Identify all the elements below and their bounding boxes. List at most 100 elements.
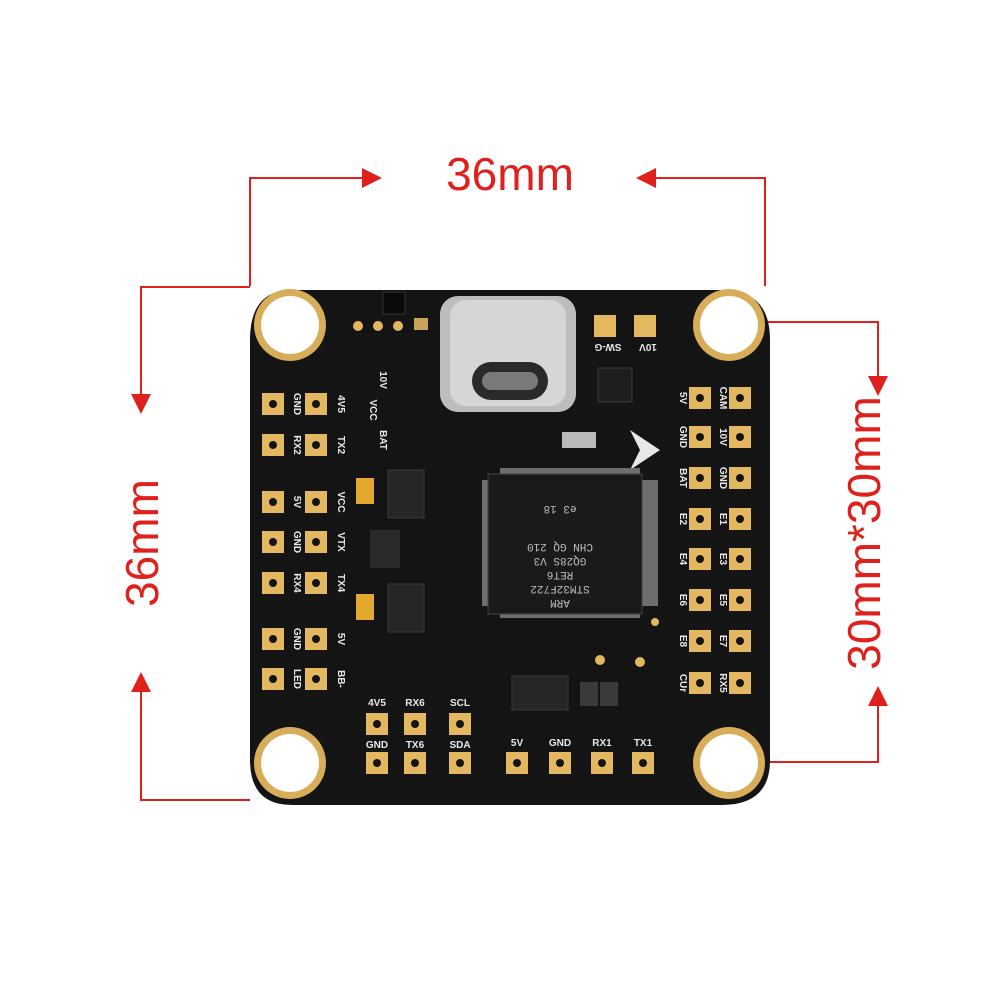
pad-hole (736, 433, 744, 441)
silk-label: 4V5 (335, 395, 346, 413)
pad-hole (736, 596, 744, 604)
silk-label: CUr (677, 674, 688, 692)
silk-label: 10V (639, 341, 657, 352)
pad-hole (269, 538, 277, 546)
pad-hole (736, 515, 744, 523)
pad-hole (456, 759, 464, 767)
pad-hole (373, 759, 381, 767)
pad (594, 315, 616, 337)
pad-hole (736, 474, 744, 482)
pad-hole (411, 759, 419, 767)
pad-hole (312, 400, 320, 408)
silk-label: BAT (377, 430, 388, 450)
silk-label: TX2 (335, 436, 346, 455)
pad-hole (736, 394, 744, 402)
boot-switch (382, 291, 406, 315)
silk-label: TX1 (634, 738, 653, 749)
transistor (597, 367, 633, 403)
silk-label: SW-G (594, 341, 621, 352)
silk-label: VCC (335, 491, 346, 512)
silk-label: BAT (677, 468, 688, 488)
mounting-hole (254, 727, 326, 799)
mounting-hole (693, 289, 765, 361)
silk-label: GND (291, 393, 302, 415)
pad-hole (736, 637, 744, 645)
mcu-chip: ARM STM32F722 RET6 GQ28S V3 CHN GQ 210 e… (482, 468, 658, 618)
dimension-lines (131, 168, 888, 801)
silk-label: 10V (377, 371, 388, 389)
silk-label: E3 (717, 553, 728, 566)
pad (634, 315, 656, 337)
mounting-hole (254, 289, 326, 361)
pad-hole (696, 596, 704, 604)
mount-dimension-label: 30mm*30mm (838, 396, 890, 670)
mounting-hole (693, 727, 765, 799)
pad-hole (556, 759, 564, 767)
usb-c-connector (440, 296, 576, 412)
silk-label: E1 (717, 513, 728, 526)
silk-label: VTX (335, 532, 346, 552)
silk-label: 5V (511, 738, 524, 749)
silk-label: GND (291, 531, 302, 553)
pad-hole (696, 474, 704, 482)
silk-label: LED (291, 669, 302, 689)
silk-label: E4 (677, 553, 688, 566)
pad-hole (269, 441, 277, 449)
pad-hole (696, 394, 704, 402)
small-pad (373, 321, 383, 331)
pad-hole (598, 759, 606, 767)
silk-label: RX2 (291, 435, 302, 455)
width-dimension-label: 36mm (446, 148, 574, 200)
pad-hole (696, 515, 704, 523)
silk-label: 5V (335, 633, 346, 646)
silk-label: E2 (677, 513, 688, 526)
pad-hole (269, 579, 277, 587)
pad-hole (312, 579, 320, 587)
small-pad (393, 321, 403, 331)
chip-marking: GQ28S V3 (534, 554, 587, 566)
silk-label: GND (366, 740, 388, 751)
pad-hole (736, 555, 744, 563)
crystal (562, 432, 596, 448)
direction-arrow (630, 430, 660, 470)
silk-label: 4V5 (368, 698, 386, 709)
pad-hole (456, 720, 464, 728)
pad-hole (269, 400, 277, 408)
pad-hole (513, 759, 521, 767)
inductor (600, 682, 618, 706)
silk-label: RX4 (291, 573, 302, 593)
regulator (387, 583, 425, 633)
silk-label: SDA (449, 740, 470, 751)
pad-hole (269, 675, 277, 683)
silk-label: E7 (717, 635, 728, 648)
silk-label: GND (291, 628, 302, 650)
silk-label: GND (677, 426, 688, 448)
test-point (595, 655, 605, 665)
silk-label: BB- (335, 670, 346, 688)
silk-label: E8 (677, 635, 688, 648)
pad-hole (696, 433, 704, 441)
chip-marking: e3 18 (543, 502, 576, 514)
small-pad (353, 321, 363, 331)
silk-label: 5V (677, 392, 688, 405)
silk-label: E6 (677, 594, 688, 607)
chip-marking: RET6 (547, 568, 573, 580)
silk-label: VCC (367, 399, 378, 420)
test-point (651, 618, 659, 626)
pad-hole (696, 637, 704, 645)
pad-hole (696, 555, 704, 563)
capacitor (356, 478, 374, 504)
silk-label: 10V (717, 428, 728, 446)
pad-hole (312, 538, 320, 546)
pad-hole (269, 635, 277, 643)
pad-hole (312, 635, 320, 643)
test-point (635, 657, 645, 667)
silk-label: E5 (717, 594, 728, 607)
pad-hole (312, 498, 320, 506)
silk-label: RX1 (592, 738, 612, 749)
pad-hole (696, 679, 704, 687)
silk-label: CAM (717, 387, 728, 410)
